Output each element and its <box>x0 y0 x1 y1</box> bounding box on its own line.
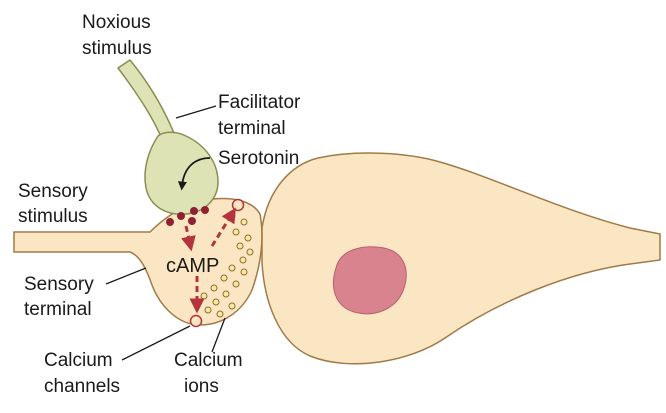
calcium-ion <box>240 268 248 276</box>
calcium-ion <box>212 298 220 306</box>
serotonin-arrow <box>177 157 211 191</box>
nucleus <box>332 246 407 315</box>
calcium-channels-label-line1: Calcium <box>44 350 113 371</box>
calcium-ion <box>244 234 252 242</box>
calcium-channels-leader-line <box>121 325 191 361</box>
calcium-ions-label-line2: ions <box>184 376 219 397</box>
facilitator-terminal <box>144 131 219 215</box>
calcium-ions-label-line1: Calcium <box>174 350 243 371</box>
calcium-ion <box>200 292 208 300</box>
serotonin-dot <box>166 218 174 226</box>
calcium-ion <box>220 274 228 282</box>
calcium-ion <box>204 306 212 314</box>
serotonin-dot <box>201 206 209 214</box>
serotonin-dot <box>188 217 196 225</box>
calcium-ion <box>239 256 247 264</box>
calcium-ion <box>232 228 240 236</box>
serotonin-label: Serotonin <box>218 148 299 169</box>
sensory-terminal-leader-line <box>105 267 147 285</box>
postsynaptic-neuron-body <box>261 152 661 365</box>
serotonin-molecules <box>166 206 209 226</box>
calcium-ions-leader-line <box>211 317 226 353</box>
serotonin-to-camp-arrow <box>181 225 196 252</box>
calcium-ion <box>228 302 236 310</box>
facilitator-terminal-label-line1: Facilitator <box>218 92 301 113</box>
facilitator-leader-line <box>175 105 217 119</box>
calcium-channel-top <box>231 198 245 212</box>
facilitator-terminal-label-line2: terminal <box>218 118 286 139</box>
sensory-terminal-label-line1: Sensory <box>24 274 94 295</box>
serotonin-dot <box>190 207 198 215</box>
calcium-ion <box>222 290 230 298</box>
calcium-ion <box>210 284 218 292</box>
noxious-stimulus-label-line1: Noxious <box>82 12 151 33</box>
camp-label: cAMP <box>166 255 219 277</box>
calcium-ion <box>232 280 240 288</box>
serotonin-dot <box>177 212 185 220</box>
camp-to-top-channel-arrow <box>210 207 236 247</box>
calcium-ion <box>236 242 244 250</box>
calcium-ion <box>216 310 224 318</box>
calcium-ion <box>228 264 236 272</box>
sensory-stimulus-label-line2: stimulus <box>18 206 88 227</box>
calcium-channels-label-line2: channels <box>44 376 120 397</box>
calcium-ion <box>240 218 248 226</box>
facilitator-axon <box>117 59 177 145</box>
calcium-ion <box>246 248 254 256</box>
sensory-stimulus-label-line1: Sensory <box>18 181 88 202</box>
sensory-terminal-label-line2: terminal <box>24 299 92 320</box>
calcium-channel-bottom <box>189 314 203 328</box>
noxious-stimulus-label-line2: stimulus <box>82 38 152 59</box>
